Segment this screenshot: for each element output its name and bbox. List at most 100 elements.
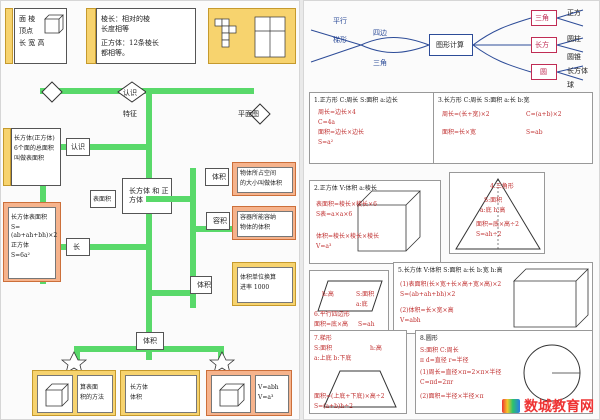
mind-map-node-text: 三角	[535, 14, 549, 22]
notes-line: V=a³	[258, 394, 274, 401]
formula-line: V=abh	[400, 317, 421, 324]
branch-node: 认识	[66, 138, 90, 156]
formula-line: S=ab	[526, 129, 543, 136]
node-label: 认识	[123, 89, 137, 97]
branch-node-label: 容积	[213, 217, 227, 225]
notes-panel: 物体所占空间 的大小叫做体积	[232, 162, 296, 196]
notes-line: 物体的体积	[240, 224, 271, 231]
mind-map	[310, 9, 584, 81]
notes-line: 6个面的总面积	[14, 145, 54, 152]
notes-card: 棱长：相对的棱 长度相等 正方体：12条棱长 都相等。	[96, 8, 196, 64]
formula-line: 周长=(长+宽)×2	[442, 111, 490, 118]
notes-line: 棱长：相对的棱	[101, 15, 150, 23]
notes-line: 进率 1000	[240, 284, 270, 291]
decor-tab	[3, 128, 11, 186]
formula-line: C=4a	[318, 119, 336, 126]
mind-map-leaf: 圆柱	[567, 35, 581, 43]
notes-card	[211, 375, 251, 413]
connector-line	[146, 290, 196, 296]
notes-line: 长方体(正方体)	[14, 135, 55, 142]
cube-sketch-icon	[45, 383, 69, 407]
notes-line: 正方体	[11, 242, 30, 249]
formula-card: 6.平行四边形 S:面积 a:底 h:高 面积=底×高 S=ah	[309, 270, 389, 332]
node-label: 平面图	[238, 110, 259, 118]
formula-line: a:底 h:高	[480, 207, 506, 214]
formula-line: S:面积	[356, 291, 375, 298]
logo-text: 数城教育网	[524, 399, 594, 415]
branch-node-label: 表面积	[93, 196, 112, 203]
notes-panel: 体积单位换算 进率 1000	[232, 262, 296, 306]
logo-mark-icon	[502, 399, 520, 413]
formula-line: 面积=底×高÷2	[476, 221, 519, 228]
notes-card: 算表面 积的方法	[77, 375, 113, 413]
notes-line: 积的方法	[80, 394, 105, 401]
formula-line: 体积=棱长×棱长×棱长	[316, 233, 380, 240]
notes-card: 长方体(正方体) 6个面的总面积 叫做表面积	[11, 128, 61, 186]
mind-map-leaf: 圆锥	[567, 53, 581, 61]
formula-title: 7.梯形	[314, 335, 332, 342]
cube-sketch-icon	[219, 383, 245, 407]
mind-map-leaf: 四边	[373, 29, 387, 37]
notes-card: V=abh V=a³	[255, 375, 289, 413]
mind-map-leaf: 梯形	[333, 36, 347, 44]
notes-line: 长方体	[130, 384, 149, 391]
connector-line	[40, 144, 150, 150]
notes-line: 体积单位换算	[240, 274, 277, 281]
formula-line: h:高	[370, 345, 382, 352]
star-nodes	[60, 351, 236, 374]
formula-line: 周长=边长×4	[318, 109, 356, 116]
formula-title: 3.长方形 C:周长 S:面积 a:长 b:宽	[438, 97, 530, 104]
right-notes-sheet: 图形计算 平行 梯形 四边 三角 三角 长方 圆 正方 圆柱 圆锥 长方体 球 …	[303, 0, 600, 420]
notes-line: 长度相等	[101, 25, 129, 33]
formula-line: C=(a+b)×2	[526, 111, 562, 118]
formula-line: S:面积	[314, 345, 333, 352]
branch-node-label: 体积	[197, 281, 211, 289]
notes-line: S=(ab+ah+bh)×2	[11, 224, 58, 239]
mind-map-root: 图形计算	[429, 34, 473, 56]
branch-node-label: 认识	[71, 143, 85, 151]
decor-tab	[5, 8, 13, 64]
center-node-text: 长方体 和 正方体	[129, 187, 169, 204]
mind-map-root-text: 图形计算	[436, 41, 464, 49]
mind-map-leaf: 长方体	[567, 67, 588, 75]
mind-map-leaf: 平行	[333, 17, 347, 25]
decor-tab	[86, 8, 96, 64]
formula-card: 3.长方形 C:周长 S:面积 a:长 b:宽 周长=(长+宽)×2 C=(a+…	[433, 92, 593, 164]
branch-node: 体积	[205, 168, 229, 186]
triangle-sketch-icon	[455, 178, 541, 250]
formula-line: (1)表面积(长×宽+长×高+宽×高)×2	[400, 281, 502, 288]
formula-line: 面积=底×高	[314, 321, 349, 328]
trapezoid-sketch-icon	[323, 370, 397, 408]
formula-line: S表=a×a×6	[316, 211, 353, 218]
formula-card: 5.长方体 V:体积 S:面积 a:长 b:宽 h:高 (1)表面积(长×宽+长…	[393, 262, 593, 334]
branch-node: 表面积	[90, 190, 116, 208]
formula-line: V=a³	[316, 243, 332, 250]
mind-map-leaf: 球	[567, 81, 574, 89]
formula-line: a:底	[356, 301, 368, 308]
notes-line: 都相等。	[101, 49, 129, 57]
cuboid-sketch-icon	[513, 268, 589, 328]
formula-line: (2)面积=半径×半径×π	[420, 393, 484, 400]
formula-line: S=ah	[358, 321, 375, 328]
notes-panel: 容器所能容纳 物体的体积	[232, 206, 296, 240]
formula-card: 4.三角形 S:面积 a:底 h:高 面积=底×高÷2 S=ah÷2	[449, 172, 545, 254]
branch-node-label: 长	[73, 243, 80, 251]
formula-line: a:上底 b:下底	[314, 355, 352, 362]
notes-line: 面 棱	[19, 15, 36, 23]
formula-title: 4.三角形	[490, 183, 514, 190]
notes-line: 容器所能容纳	[240, 214, 277, 221]
formula-line: 面积=(上底+下底)×高÷2	[314, 393, 385, 400]
formula-title: 2.正方体 V:体积 a:棱长	[314, 185, 377, 192]
formula-line: S=ah÷2	[476, 231, 502, 238]
notes-line: 顶点	[19, 27, 33, 35]
diamond-nodes	[41, 81, 271, 125]
left-notes-sheet: 面 棱 顶点 长 宽 高 棱长：相对的棱 长度相等 正方体：12条棱长 都相等。	[0, 0, 300, 420]
formula-line: S=(ab+ah+bh)×2	[400, 291, 456, 298]
notes-panel: 算表面 积的方法	[32, 370, 116, 416]
notes-panel: 长方体 体积	[120, 370, 200, 416]
branch-node: 体积	[190, 276, 212, 294]
notes-line: 体积	[130, 394, 143, 401]
notes-card: 长方体表面积 S=(ab+ah+bh)×2 正方体 S=6a²	[8, 207, 58, 279]
mind-map-node-text: 长方	[535, 41, 549, 49]
notes-line: V=abh	[258, 384, 279, 391]
